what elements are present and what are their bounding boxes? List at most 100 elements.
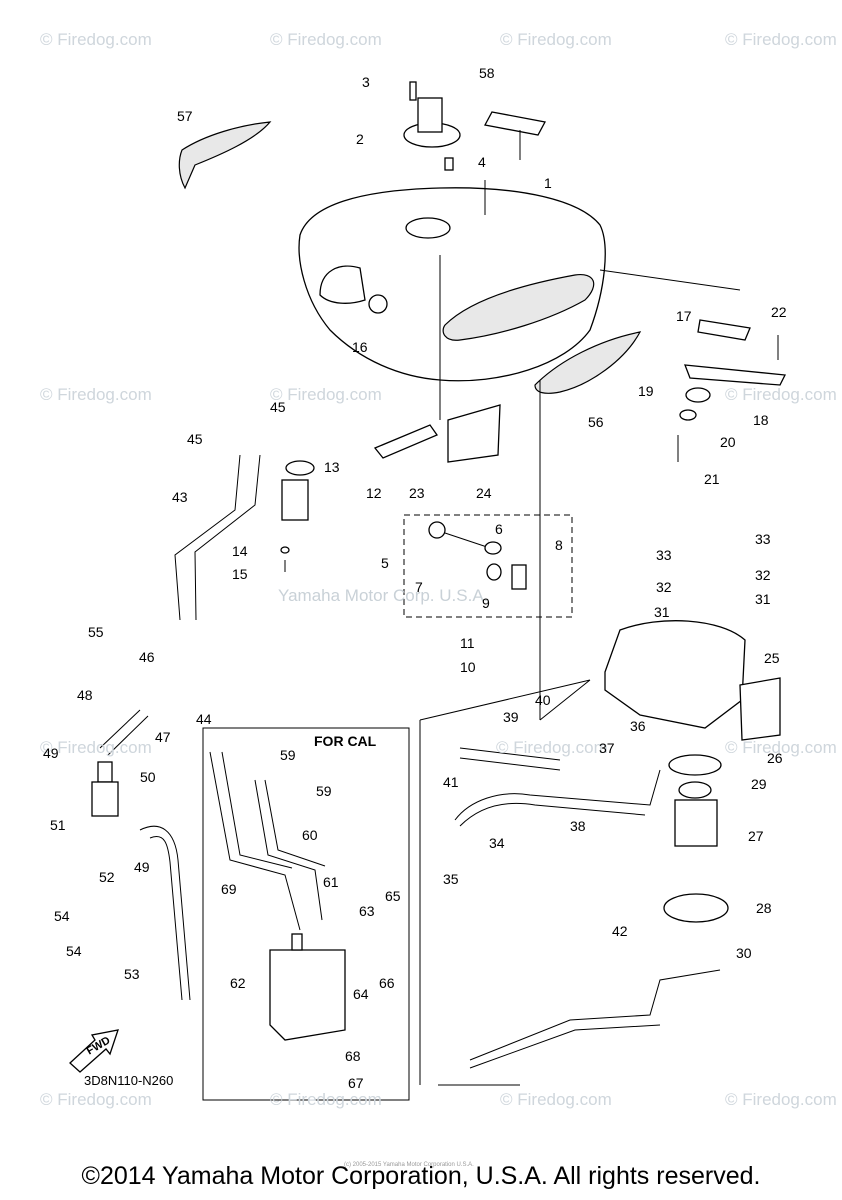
watermark: © Firedog.com — [40, 738, 152, 757]
fuel-cap — [403, 81, 461, 171]
callout-31b: 31 — [755, 591, 771, 607]
callout-63: 63 — [359, 903, 375, 919]
watermark: © Firedog.com — [725, 738, 837, 757]
callout-56: 56 — [588, 414, 604, 430]
callout-47: 47 — [155, 729, 171, 745]
fuel-hose-34 — [454, 769, 661, 827]
fuel-hose-39 — [459, 747, 561, 771]
callout-50: 50 — [140, 769, 156, 785]
watermark: © Firedog.com — [40, 385, 152, 404]
callout-15: 15 — [232, 566, 248, 582]
callout-36: 36 — [630, 718, 646, 734]
callout-7: 7 — [415, 579, 423, 595]
petcock — [428, 521, 527, 590]
wire-harness — [469, 969, 721, 1069]
breather-hose — [174, 454, 261, 621]
hose-48 — [99, 709, 149, 756]
callout-9: 9 — [482, 595, 490, 611]
callout-10: 10 — [460, 659, 476, 675]
callout-42: 42 — [612, 923, 628, 939]
watermark: © Firedog.com — [500, 1090, 612, 1109]
callout-18: 18 — [753, 412, 769, 428]
callout-55: 55 — [88, 624, 104, 640]
callout-60: 60 — [302, 827, 318, 843]
fuel-pump — [674, 781, 718, 847]
watermark: © Firedog.com — [270, 30, 382, 49]
callout-30: 30 — [736, 945, 752, 961]
cal-hoses — [209, 751, 326, 931]
callout-61: 61 — [323, 874, 339, 890]
diagram-code: 3D8N110-N260 — [84, 1073, 174, 1088]
callout-59a: 59 — [280, 747, 296, 763]
callout-68: 68 — [345, 1048, 361, 1064]
callout-32a: 32 — [656, 579, 672, 595]
watermark: © Firedog.com — [270, 385, 382, 404]
callout-37: 37 — [599, 740, 615, 756]
callout-67: 67 — [348, 1075, 364, 1091]
petcock-box — [403, 514, 573, 618]
callout-48: 48 — [77, 687, 93, 703]
callout-21: 21 — [704, 471, 720, 487]
callout-44: 44 — [196, 711, 212, 727]
hose-53 — [139, 825, 191, 1001]
copyright-text: ©2014 Yamaha Motor Corporation, U.S.A. A… — [81, 1162, 761, 1190]
warning-label — [484, 111, 546, 136]
callout-62: 62 — [230, 975, 246, 991]
callout-5: 5 — [381, 555, 389, 571]
callout-4: 4 — [478, 154, 486, 170]
callout-57: 57 — [177, 108, 193, 124]
watermark: © Firedog.com — [40, 1090, 152, 1109]
rubber-strip — [373, 424, 438, 459]
callout-27: 27 — [748, 828, 764, 844]
fine-print: (c) 2005-2015 Yamaha Motor Corporation U… — [344, 1162, 474, 1168]
fuel-sender — [280, 460, 315, 572]
pump-plate — [663, 893, 729, 923]
callout-6: 6 — [495, 521, 503, 537]
callout-38: 38 — [570, 818, 586, 834]
callout-22: 22 — [771, 304, 787, 320]
callout-13: 13 — [324, 459, 340, 475]
watermark: © Firedog.com — [500, 30, 612, 49]
callout-58: 58 — [479, 65, 495, 81]
callout-16: 16 — [352, 339, 368, 355]
inset-title: FOR CAL — [314, 733, 377, 749]
callout-2: 2 — [356, 131, 364, 147]
callout-49a: 49 — [43, 745, 59, 761]
rollover-valve — [91, 761, 119, 817]
callout-32b: 32 — [755, 567, 771, 583]
tray-label — [739, 677, 781, 741]
callout-35: 35 — [443, 871, 459, 887]
callout-51: 51 — [50, 817, 66, 833]
callout-49b: 49 — [134, 859, 150, 875]
callout-65: 65 — [385, 888, 401, 904]
callout-11: 11 — [460, 635, 475, 651]
callout-3: 3 — [362, 74, 370, 90]
damper-plate — [684, 364, 787, 386]
callout-8: 8 — [555, 537, 563, 553]
callout-33a: 33 — [656, 547, 672, 563]
center-watermark: Yamaha Motor Corp. U.S.A. — [278, 586, 489, 605]
callout-25: 25 — [764, 650, 780, 666]
callout-19: 19 — [638, 383, 654, 399]
callout-69: 69 — [221, 881, 237, 897]
tank-bracket — [697, 319, 751, 341]
callout-40: 40 — [535, 692, 551, 708]
fuel-tank — [298, 187, 606, 382]
callout-39: 39 — [503, 709, 519, 725]
callout-12: 12 — [366, 485, 382, 501]
cal-inset-box — [202, 727, 410, 1101]
callout-53: 53 — [124, 966, 140, 982]
callout-46: 46 — [139, 649, 155, 665]
callout-66: 66 — [379, 975, 395, 991]
callout-45b: 45 — [270, 399, 286, 415]
tank-badge-left — [178, 121, 272, 190]
guide-lines — [419, 130, 741, 1086]
callout-24: 24 — [476, 485, 492, 501]
callout-23: 23 — [409, 485, 425, 501]
callout-20: 20 — [720, 434, 736, 450]
callout-43: 43 — [172, 489, 188, 505]
callout-54a: 54 — [54, 908, 70, 924]
callout-26: 26 — [767, 750, 783, 766]
watermark: © Firedog.com — [270, 1090, 382, 1109]
